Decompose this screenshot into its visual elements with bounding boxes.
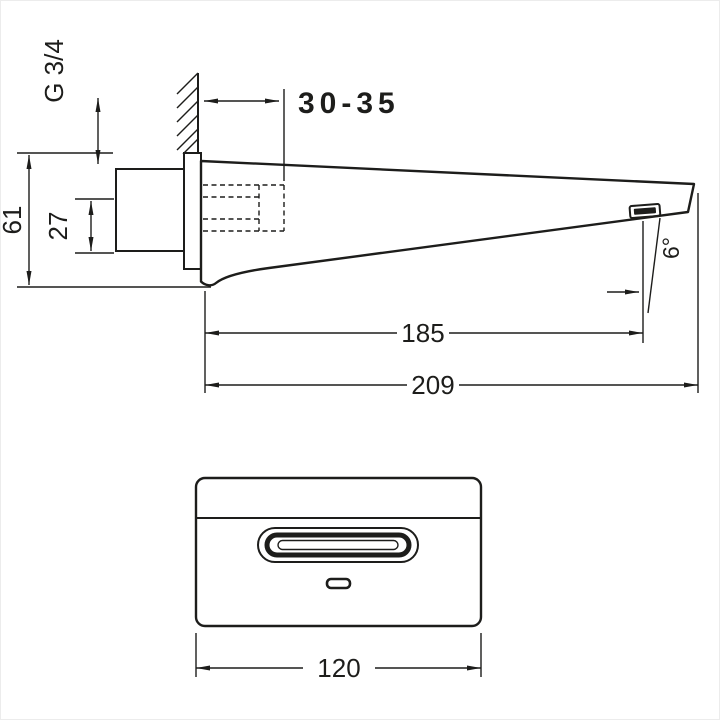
spout-front-outline	[194, 476, 483, 628]
wall-plate	[183, 152, 202, 270]
dim-27: 27	[43, 198, 114, 254]
outlet-outer-ring	[257, 527, 419, 563]
threaded-connector	[115, 168, 185, 252]
dim-thread-size: G 3/4	[39, 39, 101, 164]
dim-61-label: 61	[1, 206, 27, 235]
outlet-inner-ring	[277, 539, 399, 551]
dim-61: 61	[1, 152, 211, 288]
dim-angle: 6°	[607, 217, 684, 343]
dim-27-label: 27	[43, 212, 73, 241]
wall-hatching	[176, 72, 199, 155]
dim-185: 185	[204, 291, 643, 393]
dim-209: 209	[205, 193, 699, 400]
dim-wall-distance-label: 30-35	[298, 87, 400, 120]
outlet-slot	[325, 577, 352, 590]
hidden-pipe-lines	[203, 184, 285, 232]
outlet-thick-ring	[264, 532, 412, 558]
dim-209-label: 209	[411, 370, 454, 400]
angled-reference-line	[647, 217, 661, 314]
dim-wall-distance: 30-35	[204, 87, 400, 181]
dim-120-label: 120	[317, 653, 360, 683]
spout-side-profile	[199, 159, 696, 287]
front-view: 120	[194, 476, 483, 683]
side-view: 30-35 G 3/4 61 27 6°	[1, 39, 699, 400]
dim-185-label: 185	[401, 318, 444, 348]
aerator	[628, 202, 662, 220]
thread-size-label: G 3/4	[39, 39, 69, 103]
angle-label: 6°	[658, 237, 684, 259]
dim-120: 120	[195, 633, 482, 683]
